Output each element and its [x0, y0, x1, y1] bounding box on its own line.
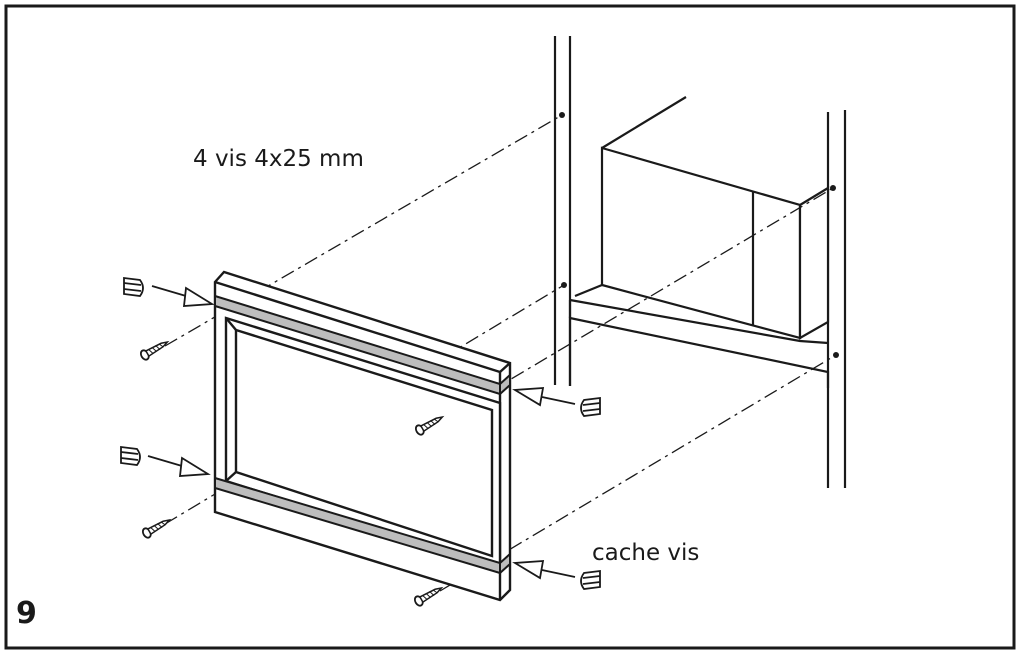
- screws-label: 4 vis 4x25 mm: [193, 146, 364, 172]
- arrow-icon: [512, 560, 576, 580]
- screw-icon: [414, 415, 445, 436]
- box-side: [798, 186, 830, 340]
- trim-frame: [213, 270, 512, 602]
- frame-opening-inner: [234, 328, 494, 558]
- screw-cover-label: cache vis: [592, 540, 700, 566]
- box-base: [574, 283, 603, 298]
- shelf-bottom: [568, 316, 830, 388]
- figure-border: [4, 4, 1016, 650]
- screw-icon: [139, 340, 170, 361]
- screw-icon: [413, 586, 444, 607]
- box-top-edge: [601, 96, 687, 149]
- figure-number: 9: [16, 596, 37, 631]
- trim-strips: [214, 294, 511, 576]
- box-front: [600, 146, 802, 340]
- screw-cap-icon: [120, 445, 141, 466]
- top-strip-side: [499, 372, 511, 397]
- cabinet: [553, 36, 847, 488]
- arrow-icon: [147, 455, 211, 477]
- screw-holes: [559, 112, 839, 358]
- screw-icon: [141, 518, 172, 539]
- screw-cap-icon: [123, 276, 144, 297]
- appliance-box: [574, 96, 830, 340]
- arrow-icon: [151, 285, 215, 307]
- screw-cap-icon: [580, 396, 601, 417]
- arrow-icon: [512, 387, 576, 407]
- screw-cap-icon: [580, 569, 601, 590]
- shelf-top: [569, 298, 829, 345]
- bottom-strip-side: [499, 551, 511, 576]
